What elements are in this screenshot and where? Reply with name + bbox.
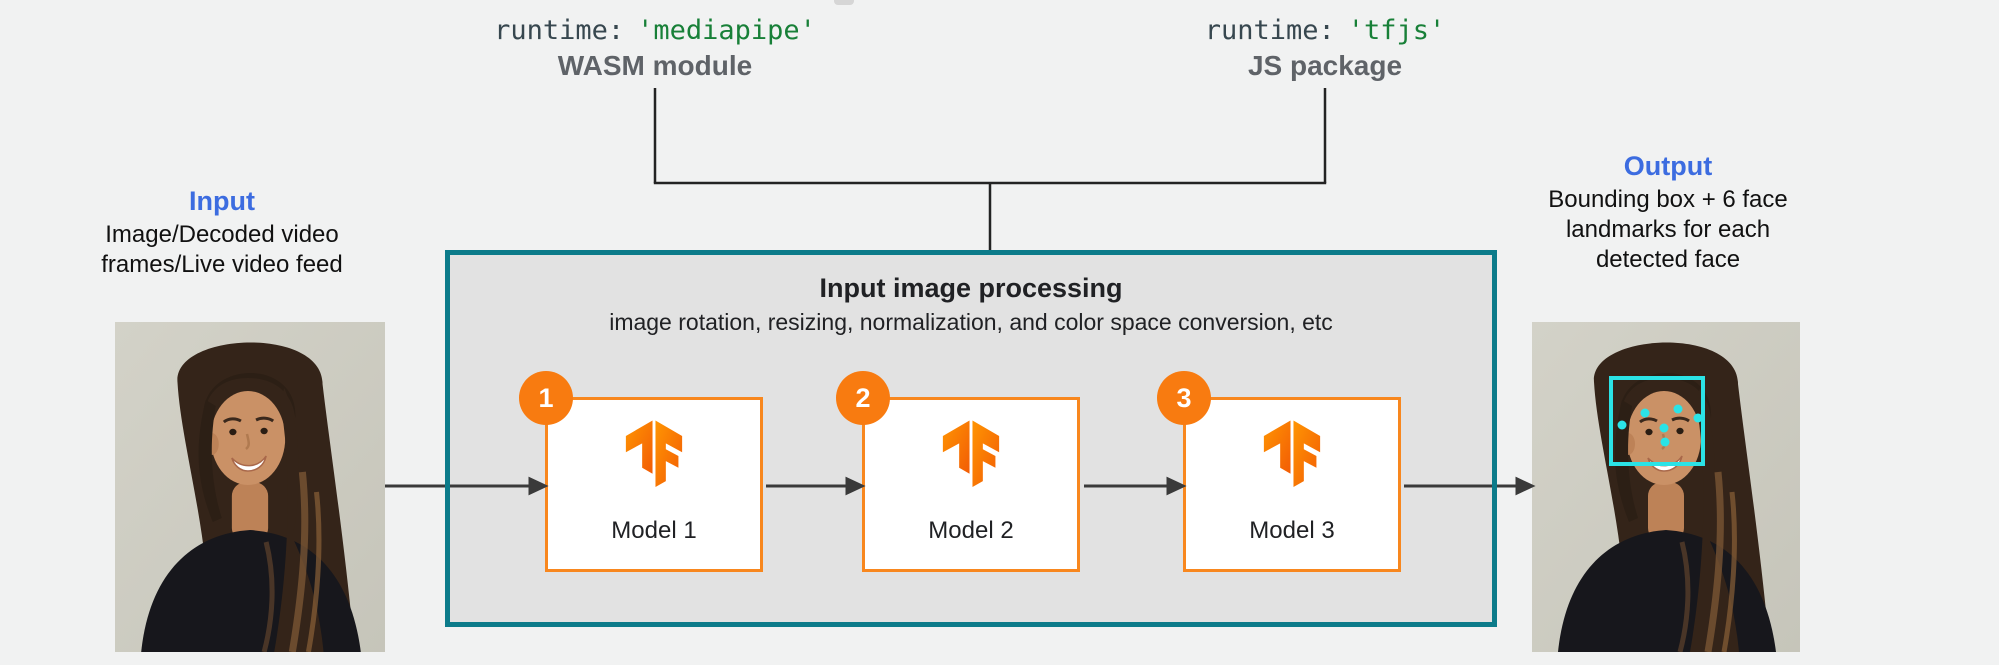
js-package-caption: JS package (1247, 50, 1403, 81)
step-2-badge: 2 (836, 371, 890, 425)
model-1-box: 1 Model 1 (519, 371, 763, 572)
tensorflow-logo-icon (1263, 420, 1321, 488)
face-landmark-dot (1659, 423, 1669, 433)
input-title: Input (189, 186, 255, 216)
output-label-block: Output Bounding box + 6 face landmarks f… (1508, 150, 1828, 275)
model-2-label: Model 2 (928, 517, 1014, 544)
model-2-box: 2 Model 2 (836, 371, 1080, 572)
code-string: 'tfjs' (1347, 15, 1446, 46)
face-detection-overlay (1609, 376, 1705, 466)
input-label-block: Input Image/Decoded video frames/Live vi… (62, 185, 382, 280)
screen-edge-artifact (834, 0, 854, 5)
face-landmark-dot (1693, 413, 1703, 423)
input-line-1: Image/Decoded video (105, 221, 339, 248)
code-keyword: runtime: (1204, 15, 1335, 46)
tensorflow-logo-icon (625, 420, 683, 488)
output-photo (1532, 322, 1800, 652)
model-1-label: Model 1 (611, 517, 697, 544)
code-keyword: runtime: (494, 15, 625, 46)
model-3-box: 3 Model 3 (1157, 371, 1401, 572)
step-1-badge: 1 (519, 371, 573, 425)
processing-box-title: Input image processing (819, 273, 1123, 303)
runtime-tfjs-group: runtime: 'tfjs' JS package (1095, 14, 1555, 82)
model-3-label: Model 3 (1249, 517, 1335, 544)
code-string: 'mediapipe' (637, 15, 816, 46)
arrow-head (1515, 476, 1536, 496)
runtime-bracket-connector (653, 88, 1327, 250)
input-portrait-image (115, 322, 385, 652)
output-line-2: landmarks for each (1565, 216, 1771, 243)
output-title: Output (1623, 151, 1713, 181)
step-3-badge: 3 (1157, 371, 1211, 425)
face-landmark-dot (1673, 404, 1683, 414)
input-line-2: frames/Live video feed (101, 251, 343, 278)
output-portrait-image (1532, 322, 1800, 652)
runtime-mediapipe-group: runtime: 'mediapipe' WASM module (425, 14, 885, 82)
input-photo (115, 322, 385, 652)
processing-box-subtitle: image rotation, resizing, normalization,… (609, 309, 1333, 335)
face-landmark-dot (1617, 420, 1627, 430)
face-landmark-dot (1640, 408, 1650, 418)
wasm-module-caption: WASM module (557, 50, 753, 81)
face-bounding-box (1609, 376, 1705, 466)
tensorflow-logo-icon (942, 420, 1000, 488)
output-line-3: detected face (1595, 246, 1741, 273)
runtime-tfjs-code: runtime: 'tfjs' (1095, 14, 1555, 48)
output-line-1: Bounding box + 6 face (1548, 186, 1788, 213)
face-landmark-dot (1660, 437, 1670, 447)
runtime-mediapipe-code: runtime: 'mediapipe' (425, 14, 885, 48)
